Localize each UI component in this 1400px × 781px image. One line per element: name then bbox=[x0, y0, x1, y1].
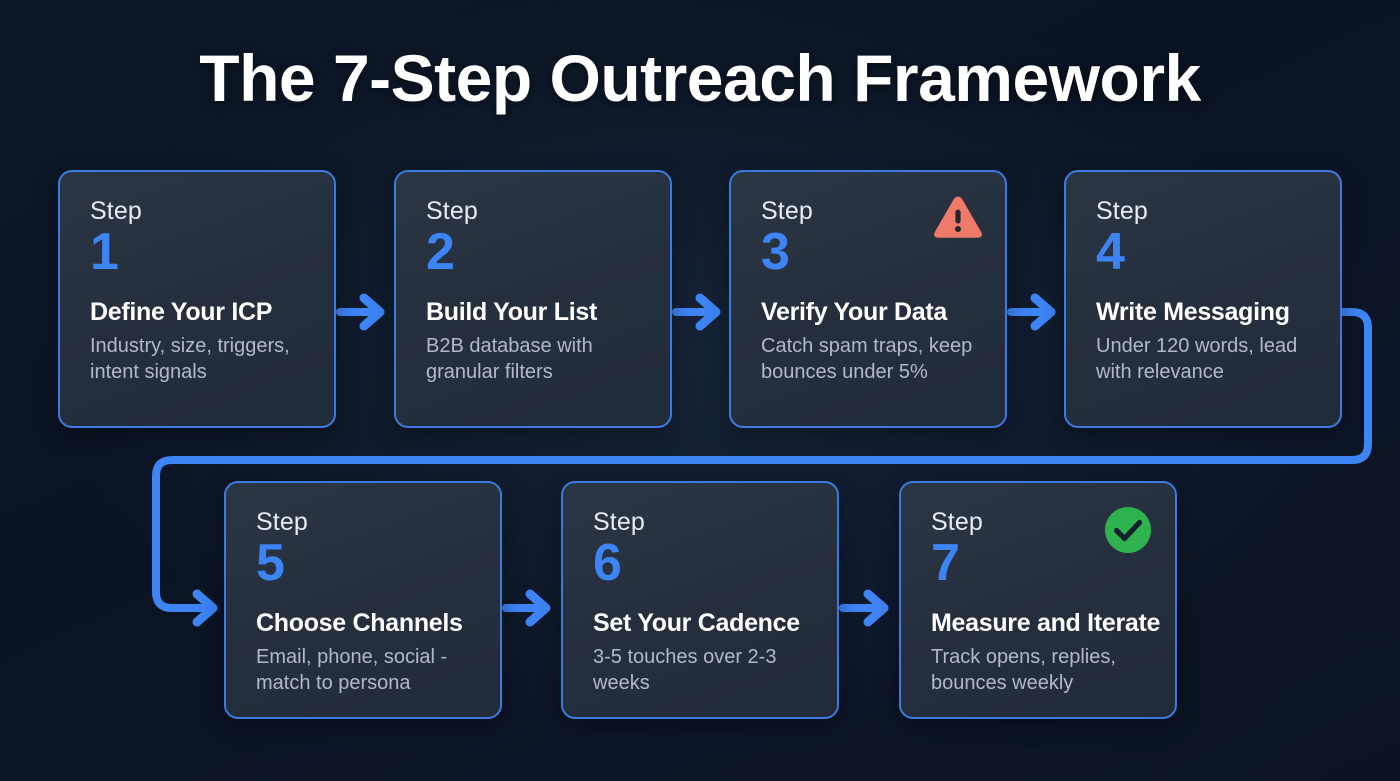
step-title-1: Define Your ICP bbox=[90, 298, 273, 327]
step-number-2: 2 bbox=[426, 223, 455, 282]
step-card-7[interactable]: Step 7 Measure and Iterate Track opens, … bbox=[899, 481, 1177, 719]
step-description-5: Email, phone, social - match to persona bbox=[256, 646, 448, 694]
warning-triangle-icon bbox=[933, 194, 983, 244]
check-circle-icon bbox=[1103, 505, 1153, 555]
step-label-5: Step bbox=[256, 508, 308, 536]
step-description-1: Industry, size, triggers, intent signals bbox=[90, 335, 290, 383]
step-label-4: Step bbox=[1096, 197, 1148, 225]
step-number-6: 6 bbox=[593, 534, 622, 593]
step-description-4: Under 120 words, lead with relevance bbox=[1096, 335, 1298, 383]
step-description-7: Track opens, replies, bounces weekly bbox=[931, 646, 1116, 694]
step-description-2: B2B database with granular filters bbox=[426, 335, 593, 383]
arrow-step3-to-step4 bbox=[1007, 293, 1056, 331]
step-card-6[interactable]: Step 6 Set Your Cadence 3-5 touches over… bbox=[561, 481, 839, 719]
step-label-7: Step bbox=[931, 508, 983, 536]
arrow-step6-to-step7 bbox=[839, 589, 889, 627]
step-title-4: Write Messaging bbox=[1096, 298, 1290, 327]
step-card-4[interactable]: Step 4 Write Messaging Under 120 words, … bbox=[1064, 170, 1342, 428]
step-number-4: 4 bbox=[1096, 223, 1125, 282]
step-label-1: Step bbox=[90, 197, 142, 225]
step-title-2: Build Your List bbox=[426, 298, 597, 327]
step-number-3: 3 bbox=[761, 223, 790, 282]
page-title: The 7-Step Outreach Framework bbox=[199, 41, 1201, 115]
arrow-step2-to-step3 bbox=[672, 293, 721, 331]
step-title-3: Verify Your Data bbox=[761, 298, 948, 327]
step-label-3: Step bbox=[761, 197, 813, 225]
step-label-2: Step bbox=[426, 197, 478, 225]
step-title-5: Choose Channels bbox=[256, 609, 463, 638]
step-card-2[interactable]: Step 2 Build Your List B2B database with… bbox=[394, 170, 672, 428]
step-number-1: 1 bbox=[90, 223, 119, 282]
arrow-step1-to-step2 bbox=[336, 293, 385, 331]
step-number-7: 7 bbox=[931, 534, 960, 593]
step-number-5: 5 bbox=[256, 534, 285, 593]
step-title-7: Measure and Iterate bbox=[931, 609, 1161, 638]
step-title-6: Set Your Cadence bbox=[593, 609, 800, 638]
step-description-6: 3-5 touches over 2-3 weeks bbox=[593, 646, 777, 694]
step-card-3[interactable]: Step 3 Verify Your Data Catch spam traps… bbox=[729, 170, 1007, 428]
step-card-5[interactable]: Step 5 Choose Channels Email, phone, soc… bbox=[224, 481, 502, 719]
step-description-3: Catch spam traps, keep bounces under 5% bbox=[761, 335, 973, 383]
step-card-1[interactable]: Step 1 Define Your ICP Industry, size, t… bbox=[58, 170, 336, 428]
step-label-6: Step bbox=[593, 508, 645, 536]
arrow-step5-to-step6 bbox=[502, 589, 551, 627]
